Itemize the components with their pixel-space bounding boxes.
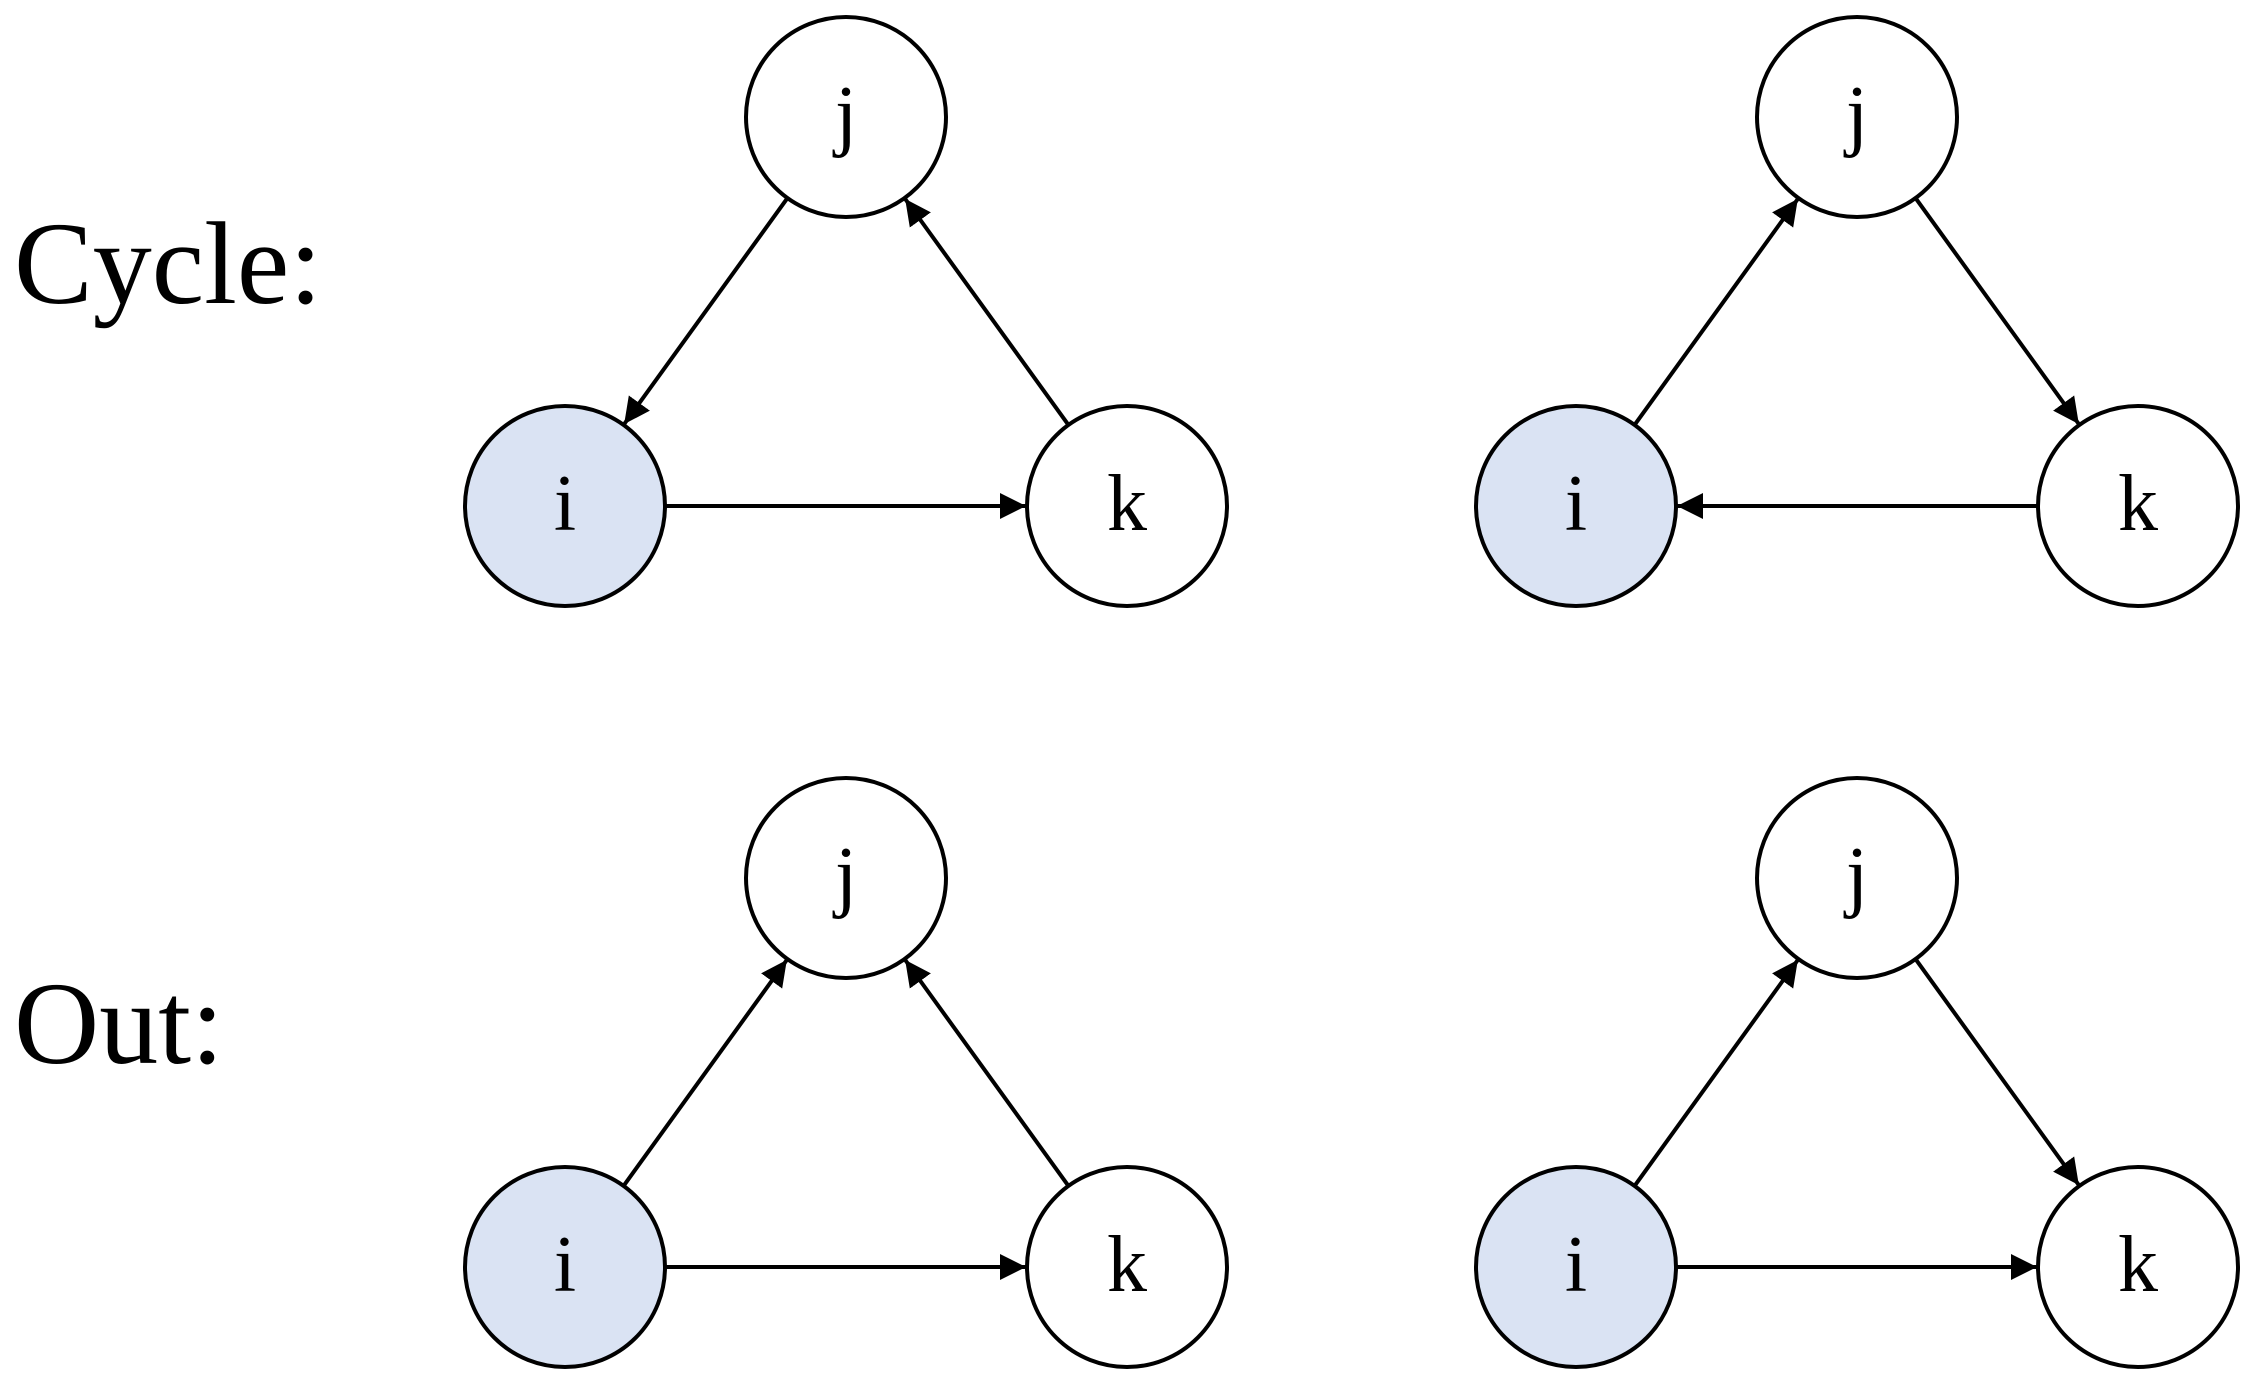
- edge-j-to-k: [1913, 957, 2081, 1187]
- edge-i-to-j: [1632, 197, 1800, 427]
- node-label-k: k: [2118, 460, 2158, 548]
- node-k: [2036, 1165, 2240, 1369]
- node-k: [2036, 404, 2240, 608]
- node-j: [744, 776, 948, 980]
- node-j: [1755, 776, 1959, 980]
- node-label-i: i: [1565, 460, 1587, 548]
- node-label-i: i: [554, 1221, 576, 1309]
- node-j: [1755, 15, 1959, 219]
- node-i: [463, 404, 667, 608]
- graph-cycle-1: i j k: [463, 15, 1229, 608]
- edge-j-to-i: [622, 196, 790, 426]
- graph-out-1: i j k: [463, 776, 1229, 1369]
- node-i: [1474, 1165, 1678, 1369]
- node-label-k: k: [1107, 460, 1147, 548]
- node-label-i: i: [554, 460, 576, 548]
- node-k: [1025, 1165, 1229, 1369]
- node-label-k: k: [2118, 1221, 2158, 1309]
- edge-k-to-j: [903, 958, 1071, 1188]
- graph-cycle-2: i j k: [1474, 15, 2240, 608]
- node-label-j: j: [1843, 71, 1868, 159]
- node-label-j: j: [832, 832, 857, 920]
- edge-j-to-k: [1913, 196, 2081, 426]
- node-j: [744, 15, 948, 219]
- node-label-j: j: [832, 71, 857, 159]
- edge-k-to-j: [903, 197, 1071, 427]
- node-label-k: k: [1107, 1221, 1147, 1309]
- node-label-j: j: [1843, 832, 1868, 920]
- node-label-i: i: [1565, 1221, 1587, 1309]
- graph-out-2: i j k: [1474, 776, 2240, 1369]
- row-label-out: Out:: [14, 958, 224, 1089]
- row-label-cycle: Cycle:: [14, 198, 323, 329]
- node-k: [1025, 404, 1229, 608]
- node-i: [1474, 404, 1678, 608]
- edge-i-to-j: [1632, 958, 1800, 1188]
- node-i: [463, 1165, 667, 1369]
- edge-i-to-j: [621, 958, 789, 1188]
